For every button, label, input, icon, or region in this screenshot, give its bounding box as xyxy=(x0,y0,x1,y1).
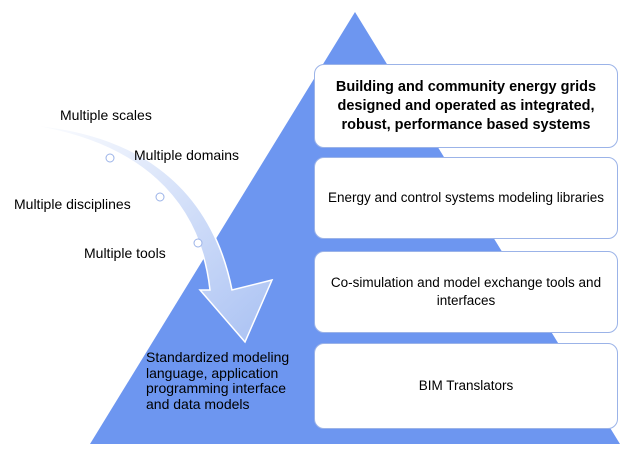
box-modeling-libraries: Energy and control systems modeling libr… xyxy=(314,157,618,239)
curved-arrow xyxy=(19,123,274,344)
box-bim-translators: BIM Translators xyxy=(314,343,618,429)
arrow-dot-3 xyxy=(193,238,203,248)
label-multiple-tools: Multiple tools xyxy=(84,245,166,261)
label-multiple-disciplines: Multiple disciplines xyxy=(14,196,131,212)
base-label: Standardized modeling language, applicat… xyxy=(146,349,290,412)
arrow-dot-2 xyxy=(155,192,165,202)
box-co-simulation: Co-simulation and model exchange tools a… xyxy=(314,251,618,333)
label-multiple-scales: Multiple scales xyxy=(60,107,152,123)
arrow-dot-1 xyxy=(105,153,115,163)
label-multiple-domains: Multiple domains xyxy=(134,147,240,163)
box-integrated-systems: Building and community energy grids desi… xyxy=(314,64,618,148)
